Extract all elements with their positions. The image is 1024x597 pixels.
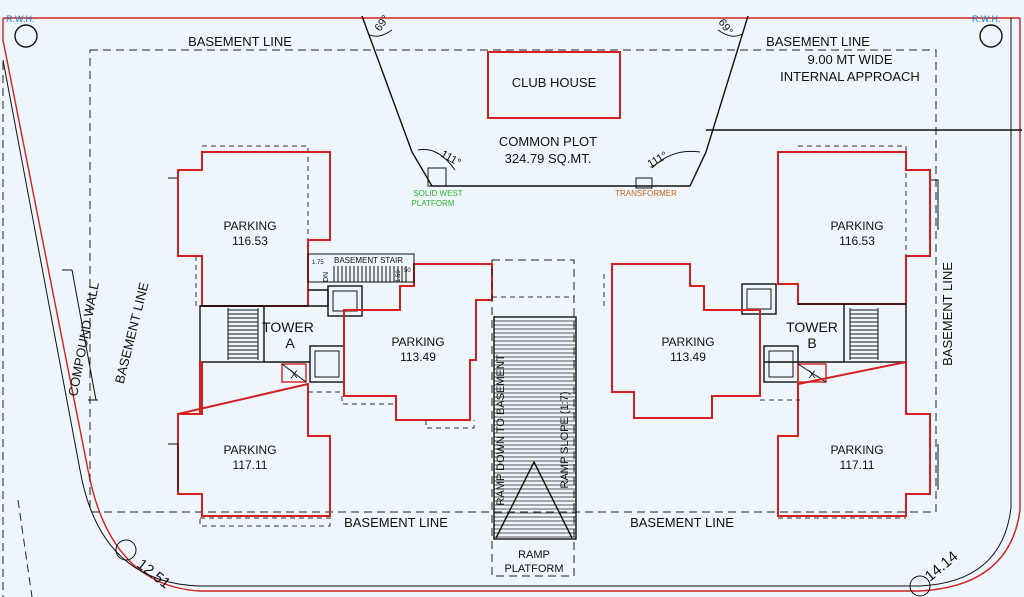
basement-stair [307, 253, 415, 283]
tower-b-duct-mark: X [808, 369, 816, 381]
parking-area-b-top: 116.53 [839, 234, 875, 248]
club-house-label: CLUB HOUSE [512, 75, 597, 90]
basement-line [89, 49, 937, 513]
basement-line-label-top-right: BASEMENT LINE [766, 34, 870, 49]
parking-label-b-mid: PARKING [661, 335, 714, 349]
basement-stair-label: BASEMENT STAIR [334, 256, 403, 265]
basement-line-label-top-left: BASEMENT LINE [188, 34, 292, 49]
tower-a-duct-mark: X [290, 369, 298, 381]
angle-111-right: 111° [646, 150, 670, 171]
ramp-slope-label: RAMP SLOPE (1:7) [559, 392, 571, 489]
common-plot-label: COMMON PLOT [499, 134, 597, 149]
club-house [487, 51, 621, 119]
tower-a-duct [281, 363, 307, 383]
ramp-arrow [495, 460, 573, 539]
angle-69-right: 69° [716, 17, 735, 38]
dim-left-label: 12.51 [134, 556, 174, 593]
stair-dn: DN [323, 272, 330, 282]
solid-west-label-1: SOLID WEST [413, 189, 462, 198]
parking-label-b-top: PARKING [830, 219, 883, 233]
ramp-platform-label-2: PLATFORM [504, 563, 563, 575]
compound-wall [2, 18, 1012, 597]
approach-label-2: INTERNAL APPROACH [780, 69, 920, 84]
parking-label-a-bottom: PARKING [223, 443, 276, 457]
ramp-surface [493, 316, 577, 540]
basement-line-label-bottom-left: BASEMENT LINE [344, 515, 448, 530]
transformer-label: TRANSFORMER [615, 189, 677, 198]
tower-a-label-word: TOWER [262, 319, 314, 335]
basement-line-label-left: BASEMENT LINE [112, 280, 152, 385]
plot-boundary [2, 17, 1021, 592]
angle-111-left: 111° [439, 148, 463, 169]
stair-dim-3: 1.50 [396, 270, 402, 282]
tower-b-label-word: TOWER [786, 319, 838, 335]
parking-area-a-mid: 113.49 [400, 350, 436, 364]
solid-west-platform [427, 167, 447, 187]
basement-stair-treads [333, 266, 407, 282]
corner-dimension-right: 14.14 [909, 548, 961, 597]
corner-dimension-left: 12.51 [115, 539, 174, 593]
tower-a: X TOWER A BASEMENT STAIR 1.75 50 [168, 145, 493, 527]
common-plot: CLUB HOUSE COMMON PLOT 324.79 SQ.MT. 9.0… [361, 13, 1022, 208]
stair-dim-2: 50 [404, 268, 411, 274]
tower-b-label-letter: B [807, 335, 816, 351]
parking-label-a-top: PARKING [223, 219, 276, 233]
stair-dim-1: 1.75 [312, 260, 324, 266]
tower-b-stairs [849, 308, 879, 360]
parking-area-b-mid: 113.49 [670, 350, 706, 364]
parking-area-a-bottom: 117.11 [233, 458, 268, 472]
ramp-down-label: RAMP DOWN TO BASEMENT [495, 354, 507, 505]
tower-a-label-letter: A [285, 335, 295, 351]
rwh-left: R.W.H. [6, 14, 38, 48]
tower-a-stairs [227, 308, 259, 360]
ramp-hatching [494, 320, 576, 538]
compound-wall-label: COMPOUND WALL [65, 281, 102, 398]
ramp: RAMP DOWN TO BASEMENT RAMP SLOPE (1:7) R… [491, 259, 577, 577]
basement-line-label-right: BASEMENT LINE [940, 262, 955, 366]
parking-area-b-bottom: 117.11 [840, 458, 875, 472]
ramp-platform-label-1: RAMP [518, 549, 550, 561]
parking-label-a-mid: PARKING [391, 335, 444, 349]
common-plot-area: 324.79 SQ.MT. [505, 151, 592, 166]
solid-west-label-2: PLATFORM [412, 199, 455, 208]
parking-area-a-top: 116.53 [232, 234, 268, 248]
transformer [635, 177, 653, 189]
approach-label-1: 9.00 MT WIDE [807, 52, 892, 67]
tower-b: X TOWER B PARKING 116.53 PARKING 113.49 … [603, 145, 939, 519]
basement-line-labels: BASEMENT LINE BASEMENT LINE BASEMENT LIN… [112, 34, 955, 530]
basement-line-label-bottom-right: BASEMENT LINE [630, 515, 734, 530]
rwh-right-label: R.W.H. [972, 14, 1001, 24]
angle-69-left: 69° [373, 13, 392, 34]
rwh-right: R.W.H. [972, 14, 1003, 48]
parking-label-b-bottom: PARKING [830, 443, 883, 457]
rwh-left-label: R.W.H. [6, 14, 35, 24]
compound-wall-callout: COMPOUND WALL [62, 269, 102, 401]
